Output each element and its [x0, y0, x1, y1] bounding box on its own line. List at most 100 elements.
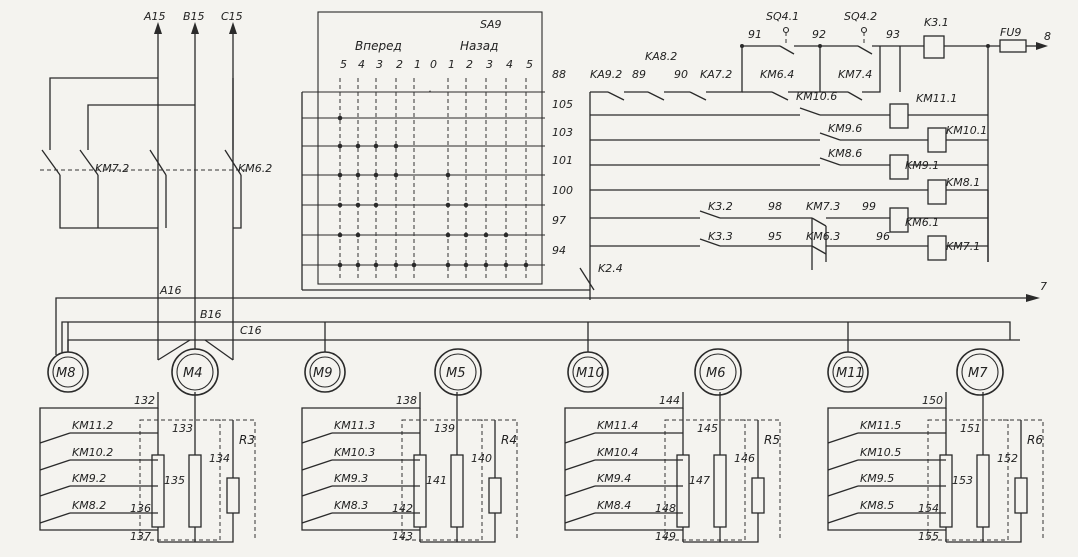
switch-contact-dot: [355, 232, 361, 238]
rotor-contact-label: KM10.5: [860, 446, 901, 459]
supply-lines: A15 B15 C15 A16 B16 C16: [143, 10, 262, 360]
contact-km10-6: KM10.6: [796, 90, 837, 103]
fuse-fu9: FU9: [1000, 26, 1021, 39]
switch-position-label: 4: [358, 58, 365, 71]
contact-sq4-1: SQ4.1: [766, 10, 799, 23]
rotor-node-label: 144: [659, 394, 680, 407]
rotor-node-label: 138: [396, 394, 417, 407]
rotor-node-label: 139: [434, 422, 455, 435]
label-c15: C15: [221, 10, 243, 23]
rotor-contact-label: KM9.2: [72, 472, 106, 485]
switch-contact-dot: [355, 202, 361, 208]
rotor-contact-label: KM10.3: [334, 446, 375, 459]
switch-contact-dot: [355, 262, 361, 268]
rotor-group-2: KM11.3KM10.3KM9.3KM8.3138139140141142143…: [301, 392, 518, 543]
switch-contact-dot: [463, 232, 469, 238]
motor-m6: M6: [694, 348, 742, 396]
rotor-contact-label: KM11.5: [860, 419, 901, 432]
coil-km7-1: KM7.1: [946, 240, 980, 253]
contact-sq4-2: SQ4.2: [844, 10, 877, 23]
switch-grid: [302, 78, 545, 278]
contact-km9-6: KM9.6: [828, 122, 862, 135]
rotor-contact-label: KM8.4: [597, 499, 631, 512]
switch-contact-dot: [337, 262, 343, 268]
rotor-node-label: 135: [164, 474, 185, 487]
contact-km6-4: KM6.4: [760, 68, 794, 81]
rotor-contact-label: KM11.2: [72, 419, 113, 432]
motor-label: M6: [706, 366, 726, 381]
contact-km7-3: KM7.3: [806, 200, 840, 213]
switch-contact-dot: [503, 232, 509, 238]
label-km6-2: KM6.2: [238, 162, 272, 175]
switch-contact-dot: [483, 232, 489, 238]
switch-contact-dot: [483, 262, 489, 268]
rotor-node-label: 136: [130, 502, 151, 515]
rotor-node-label: 132: [134, 394, 155, 407]
node-98: 98: [768, 200, 782, 213]
rotor-node-label: 146: [734, 452, 755, 465]
switch-position-label: 1: [448, 58, 455, 71]
resistor-label: R3: [239, 433, 255, 447]
coil-km8-1: KM8.1: [946, 176, 980, 189]
coil-km9-1: KM9.1: [905, 159, 939, 172]
node-96: 96: [876, 230, 890, 243]
switch-position-label: 0: [430, 58, 437, 71]
contact-ka9-2: KA9.2: [590, 68, 622, 81]
label-a16: A16: [159, 284, 182, 297]
rotor-node-label: 147: [689, 474, 710, 487]
motor-label: M11: [836, 366, 864, 381]
switch-contact-dot: [393, 172, 399, 178]
switch-contact-dot: [523, 262, 529, 268]
rotor-contact-label: KM10.4: [597, 446, 638, 459]
rotor-node-label: 133: [172, 422, 193, 435]
switch-contact-dot: [355, 143, 361, 149]
switch-position-label: 3: [376, 58, 383, 71]
motor-m10: M10: [567, 322, 609, 393]
rotor-contact-label: KM9.5: [860, 472, 894, 485]
node-92: 92: [812, 28, 826, 41]
rotor-contact-label: KM11.3: [334, 419, 375, 432]
row-label-105: 105: [552, 98, 573, 111]
label-c16: C16: [240, 324, 262, 337]
switch-name: SA9: [480, 18, 502, 31]
contact-ka8-2: KA8.2: [645, 50, 677, 63]
contact-k2-4: K2.4: [598, 262, 623, 275]
motor-label: M5: [446, 366, 466, 381]
switch-position-label: 4: [506, 58, 513, 71]
motor-m9: M9: [304, 322, 346, 393]
switch-position-label: 3: [486, 58, 493, 71]
switch-back: Назад: [460, 39, 498, 53]
motor-label: M8: [56, 366, 76, 381]
row-label-103: 103: [552, 126, 573, 139]
rotor-contact-label: KM9.4: [597, 472, 631, 485]
switch-contact-dot: [503, 262, 509, 268]
switch-contact-dot: [393, 262, 399, 268]
label-a15: A15: [143, 10, 166, 23]
rotor-contact-label: KM8.3: [334, 499, 368, 512]
switch-contact-dot: [411, 262, 417, 268]
rotor-node-label: 143: [392, 530, 413, 543]
row-label-97: 97: [552, 214, 566, 227]
switch-forward: Вперед: [355, 39, 402, 53]
control-circuit: KA9.2 KA8.2 KA7.2 KM6.4 KM7.4 KM10.6 SQ4…: [301, 10, 1051, 300]
switch-position-label: 2: [396, 58, 403, 71]
switch-contact-dot: [445, 262, 451, 268]
motor-label: M10: [576, 366, 604, 381]
motor-m8: M8: [47, 322, 89, 393]
switch-contact-dot: [373, 143, 379, 149]
switch-contact-dot: [355, 172, 361, 178]
row-label-100: 100: [552, 184, 573, 197]
resistor-label: R6: [1027, 433, 1043, 447]
rotor-contact-label: KM9.3: [334, 472, 368, 485]
switch-contact-dot: [393, 143, 399, 149]
row-label-101: 101: [552, 154, 573, 167]
row-label-94: 94: [552, 244, 566, 257]
switch-contact-dot: [373, 202, 379, 208]
rotor-contact-label: KM10.2: [72, 446, 113, 459]
switch-contact-dot: [337, 202, 343, 208]
switch-contact-dot: [445, 202, 451, 208]
node-90: 90: [674, 68, 688, 81]
